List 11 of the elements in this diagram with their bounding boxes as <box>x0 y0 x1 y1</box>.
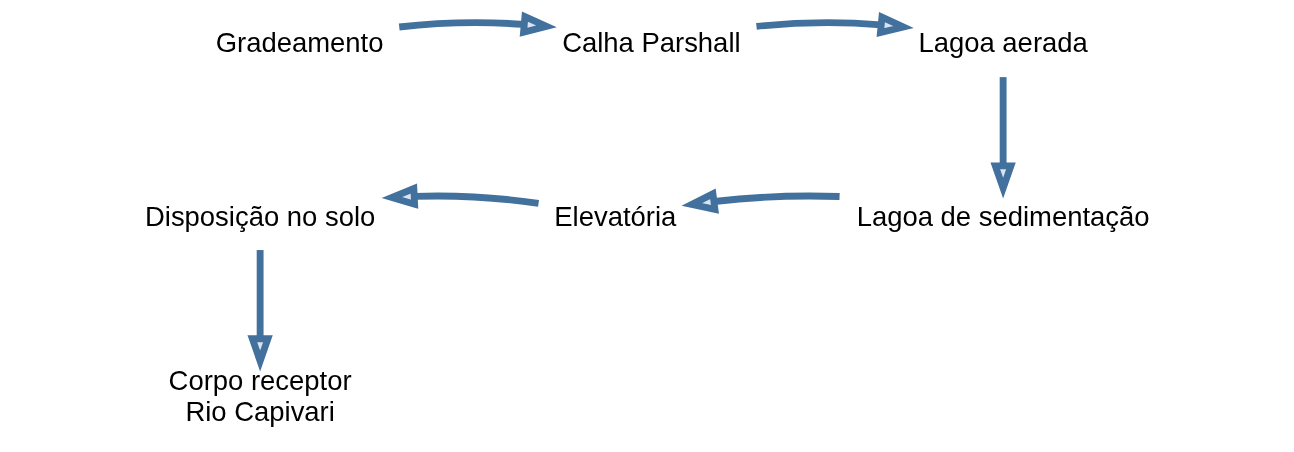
arrow <box>398 11 557 37</box>
node-text: Elevatória <box>553 200 676 232</box>
node-text: Gradeamento <box>215 27 383 59</box>
node-text: Disposição no solo <box>144 200 375 232</box>
arrow <box>755 11 914 38</box>
node-text: Calha Parshall <box>561 27 741 59</box>
arrow <box>381 183 539 209</box>
node-text: Lagoa aerada <box>917 27 1088 59</box>
node-text: Lagoa de sedimentação <box>856 200 1150 232</box>
arrow <box>681 188 840 214</box>
node-text: Corpo receptor Rio Capivari <box>168 365 352 428</box>
